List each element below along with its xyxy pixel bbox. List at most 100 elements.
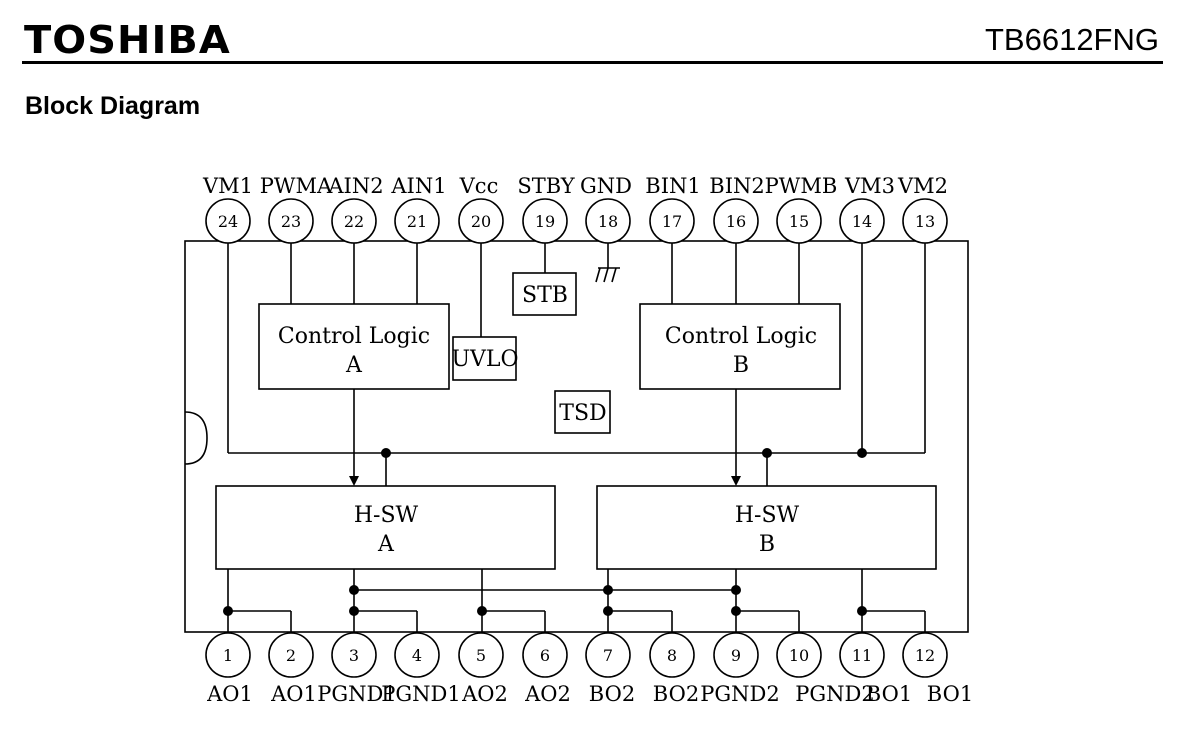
pin-number: 19 bbox=[535, 212, 555, 231]
pin-number: 21 bbox=[407, 212, 427, 231]
part-number: TB6612FNG bbox=[984, 22, 1159, 57]
toshiba-logo: TOSHIBA bbox=[24, 18, 231, 62]
pin-number: 9 bbox=[731, 646, 741, 665]
pin-circle bbox=[394, 632, 440, 678]
pin-label: VM1 bbox=[202, 174, 253, 198]
pin-circle bbox=[585, 198, 631, 244]
control-logic-b-letter: B bbox=[733, 353, 749, 378]
pin-number: 14 bbox=[852, 212, 872, 231]
pin-label: VM2 bbox=[897, 174, 948, 198]
pin-number: 3 bbox=[349, 646, 359, 665]
bottom-pin-row: 1AO12AO13PGND14PGND15AO26AO27BO28BO29PGN… bbox=[205, 632, 973, 706]
pin-label: AIN2 bbox=[327, 174, 383, 198]
hsw-a-letter: A bbox=[377, 532, 395, 557]
pin-circle bbox=[522, 198, 568, 244]
pin-circle bbox=[205, 632, 251, 678]
control-logic-b-block bbox=[639, 303, 841, 390]
top-pin-row: 24VM123PWMA22AIN221AIN120Vcc19STBY18GND1… bbox=[202, 174, 948, 244]
tsd-block bbox=[554, 390, 611, 434]
pin-number: 1 bbox=[223, 646, 233, 665]
top-pin-23: 23 PWMA bbox=[260, 174, 333, 244]
pin-circle bbox=[649, 632, 695, 678]
pin-label: STBY bbox=[517, 174, 575, 198]
pin-label: BIN1 bbox=[645, 174, 700, 198]
pin-circle bbox=[458, 198, 504, 244]
pin-number: 8 bbox=[667, 646, 677, 665]
top-pin-19: 19 STBY bbox=[517, 174, 576, 244]
pin-circle bbox=[394, 198, 440, 244]
pin-number: 12 bbox=[915, 646, 935, 665]
control-logic-b-title: Control Logic bbox=[665, 324, 817, 349]
pin-label: PGND2 bbox=[795, 682, 874, 706]
pin-label: PGND2 bbox=[700, 682, 779, 706]
pin-circle bbox=[902, 632, 948, 678]
pin-circle bbox=[585, 632, 631, 678]
control-logic-a-letter: A bbox=[345, 353, 363, 378]
chip-outline bbox=[184, 240, 969, 633]
section-title: Block Diagram bbox=[25, 92, 201, 120]
pin-label: AIN1 bbox=[390, 174, 446, 198]
page-header: TOSHIBA TB6612FNG bbox=[0, 0, 1201, 70]
pin-label: PGND1 bbox=[381, 682, 460, 706]
pin-number: 4 bbox=[412, 646, 422, 665]
hsw-b-title: H-SW bbox=[735, 503, 800, 528]
pin-label: GND bbox=[580, 174, 632, 198]
stb-label: STB bbox=[522, 283, 568, 308]
pin-circle bbox=[458, 632, 504, 678]
pin-circle bbox=[268, 198, 314, 244]
top-pin-24: 24 VM1 bbox=[202, 174, 253, 244]
pin-circle bbox=[902, 198, 948, 244]
top-pin-14: 14 VM3 bbox=[839, 174, 895, 244]
pin-number: 6 bbox=[540, 646, 550, 665]
pin-label: PGND1 bbox=[317, 682, 396, 706]
pin-label: AO1 bbox=[206, 682, 253, 706]
pin-label: Vcc bbox=[459, 174, 499, 198]
pin-label: VM3 bbox=[844, 174, 895, 198]
hsw-b-letter: B bbox=[759, 532, 775, 557]
pin-number: 17 bbox=[662, 212, 682, 231]
pin-label: BO1 bbox=[927, 682, 973, 706]
top-pin-22: 22 AIN2 bbox=[327, 174, 384, 244]
pin-number: 16 bbox=[726, 212, 746, 231]
pin-circle bbox=[268, 632, 314, 678]
pin-circle bbox=[331, 632, 377, 678]
pin-circle bbox=[776, 632, 822, 678]
pin-label: PWMA bbox=[260, 174, 333, 198]
pin-number: 23 bbox=[281, 212, 301, 231]
pin-circle bbox=[205, 198, 251, 244]
pin-label: BO2 bbox=[589, 682, 635, 706]
pin-number: 24 bbox=[218, 212, 238, 231]
top-pin-17: 17 BIN1 bbox=[645, 174, 701, 244]
pin-number: 13 bbox=[915, 212, 935, 231]
pin-number: 11 bbox=[852, 646, 872, 665]
pin-circle bbox=[839, 198, 885, 244]
hsw-a-title: H-SW bbox=[354, 503, 419, 528]
uvlo-block bbox=[452, 336, 517, 381]
pin-number: 10 bbox=[789, 646, 809, 665]
control-logic-a-title: Control Logic bbox=[278, 324, 430, 349]
pin-circle bbox=[713, 198, 759, 244]
pin-label: AO2 bbox=[461, 682, 508, 706]
pin-circle bbox=[713, 632, 759, 678]
pin-number: 22 bbox=[344, 212, 364, 231]
uvlo-label: UVLO bbox=[451, 347, 518, 372]
orientation-notch bbox=[184, 411, 208, 465]
pin-circle bbox=[839, 632, 885, 678]
pin-label: BO2 bbox=[653, 682, 699, 706]
tsd-label: TSD bbox=[559, 401, 606, 426]
